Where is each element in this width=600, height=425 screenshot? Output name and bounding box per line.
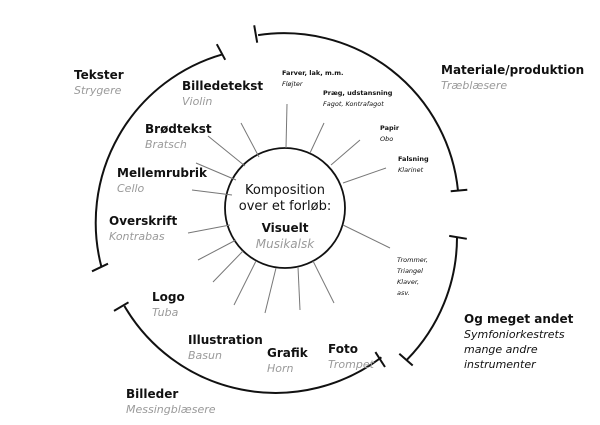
spoke-falsning-label: Falsning bbox=[398, 155, 429, 163]
spoke-brodtekst-label: Brødtekst bbox=[145, 122, 212, 136]
spoke-brodtekst-sub: Bratsch bbox=[145, 138, 187, 151]
spoke-papir-label: Papir bbox=[380, 124, 400, 132]
spoke bbox=[330, 139, 361, 166]
tick bbox=[91, 262, 109, 273]
spoke-billedetekst-sub: Violin bbox=[182, 95, 212, 108]
spoke-foto-sub: Trompet bbox=[328, 358, 375, 371]
spoke-billedetekst-label: Billedetekst bbox=[182, 79, 263, 93]
spoke bbox=[207, 135, 246, 167]
spoke-overskrift-sub: Kontrabas bbox=[109, 230, 165, 243]
spoke bbox=[187, 224, 231, 234]
spoke bbox=[309, 122, 325, 154]
spoke-papir-sub: Obo bbox=[380, 135, 393, 143]
spoke-trommer-line2: Triangel bbox=[397, 267, 423, 275]
spoke-logo-label: Logo bbox=[152, 290, 185, 304]
center-line1: Komposition bbox=[245, 183, 325, 198]
spoke-praeg-label: Præg, udstansning bbox=[323, 89, 393, 97]
center-circle bbox=[224, 147, 346, 269]
sector-billeder-label: Billeder bbox=[126, 387, 178, 401]
spoke-grafik-label: Grafik bbox=[267, 346, 309, 360]
arc-materiale bbox=[257, 32, 459, 191]
spoke-praeg-sub: Fagot, Kontrafagot bbox=[323, 100, 384, 108]
spoke bbox=[342, 224, 391, 249]
tick bbox=[374, 351, 386, 368]
spoke bbox=[233, 260, 257, 306]
arc-tekster bbox=[94, 53, 223, 268]
sector-andet-sub1: Symfoniorkestrets bbox=[464, 328, 565, 341]
spoke bbox=[195, 162, 237, 181]
sector-materiale-sub: Træblæsere bbox=[441, 79, 507, 92]
spoke bbox=[212, 250, 244, 283]
spoke bbox=[285, 103, 288, 149]
spoke-logo-sub: Tuba bbox=[152, 306, 179, 319]
spoke bbox=[240, 122, 260, 158]
spoke bbox=[197, 239, 237, 261]
sector-materiale-label: Materiale/produktion bbox=[441, 63, 584, 77]
sector-andet-sub3: instrumenter bbox=[464, 358, 537, 371]
spoke bbox=[342, 167, 387, 184]
spoke-mellemrubrik-label: Mellemrubrik bbox=[117, 166, 208, 180]
spoke-foto-label: Foto bbox=[328, 342, 358, 356]
sector-andet-sub2: mange andre bbox=[464, 343, 538, 356]
spoke-grafik-sub: Horn bbox=[267, 362, 294, 375]
tick bbox=[450, 188, 468, 193]
spoke-farver-label: Farver, lak, m.m. bbox=[282, 69, 343, 77]
arc-andet bbox=[406, 237, 458, 361]
arc-billeder bbox=[123, 305, 383, 394]
tick bbox=[253, 25, 259, 43]
spoke-illustration-sub: Basun bbox=[188, 349, 222, 362]
sector-tekster-label: Tekster bbox=[74, 68, 124, 82]
spoke bbox=[312, 260, 335, 304]
spoke-illustration-label: Illustration bbox=[188, 333, 263, 347]
spoke-falsning-sub: Klarinet bbox=[398, 166, 424, 174]
sector-tekster-sub: Strygere bbox=[74, 84, 122, 97]
spoke-trommer-line1: Trommer, bbox=[397, 256, 428, 264]
spoke bbox=[264, 267, 277, 314]
spoke-trommer-line3: Klaver, bbox=[397, 278, 419, 286]
spoke-overskrift-label: Overskrift bbox=[109, 214, 177, 228]
spoke-mellemrubrik-sub: Cello bbox=[117, 182, 145, 195]
tick bbox=[398, 353, 414, 367]
sector-billeder-sub: Messingblæsere bbox=[126, 403, 216, 416]
tick bbox=[113, 301, 130, 312]
spoke bbox=[191, 189, 233, 196]
sector-andet-label: Og meget andet bbox=[464, 312, 574, 326]
tick bbox=[215, 43, 227, 61]
center-line2: over et forløb: bbox=[239, 199, 331, 214]
center-title: Visuelt bbox=[262, 221, 309, 235]
tick bbox=[449, 234, 467, 240]
spoke bbox=[297, 266, 301, 311]
spoke-trommer-line4: asv. bbox=[397, 289, 410, 297]
spoke-farver-sub: Fløjter bbox=[282, 80, 304, 88]
center-subtitle: Musikalsk bbox=[256, 237, 315, 251]
